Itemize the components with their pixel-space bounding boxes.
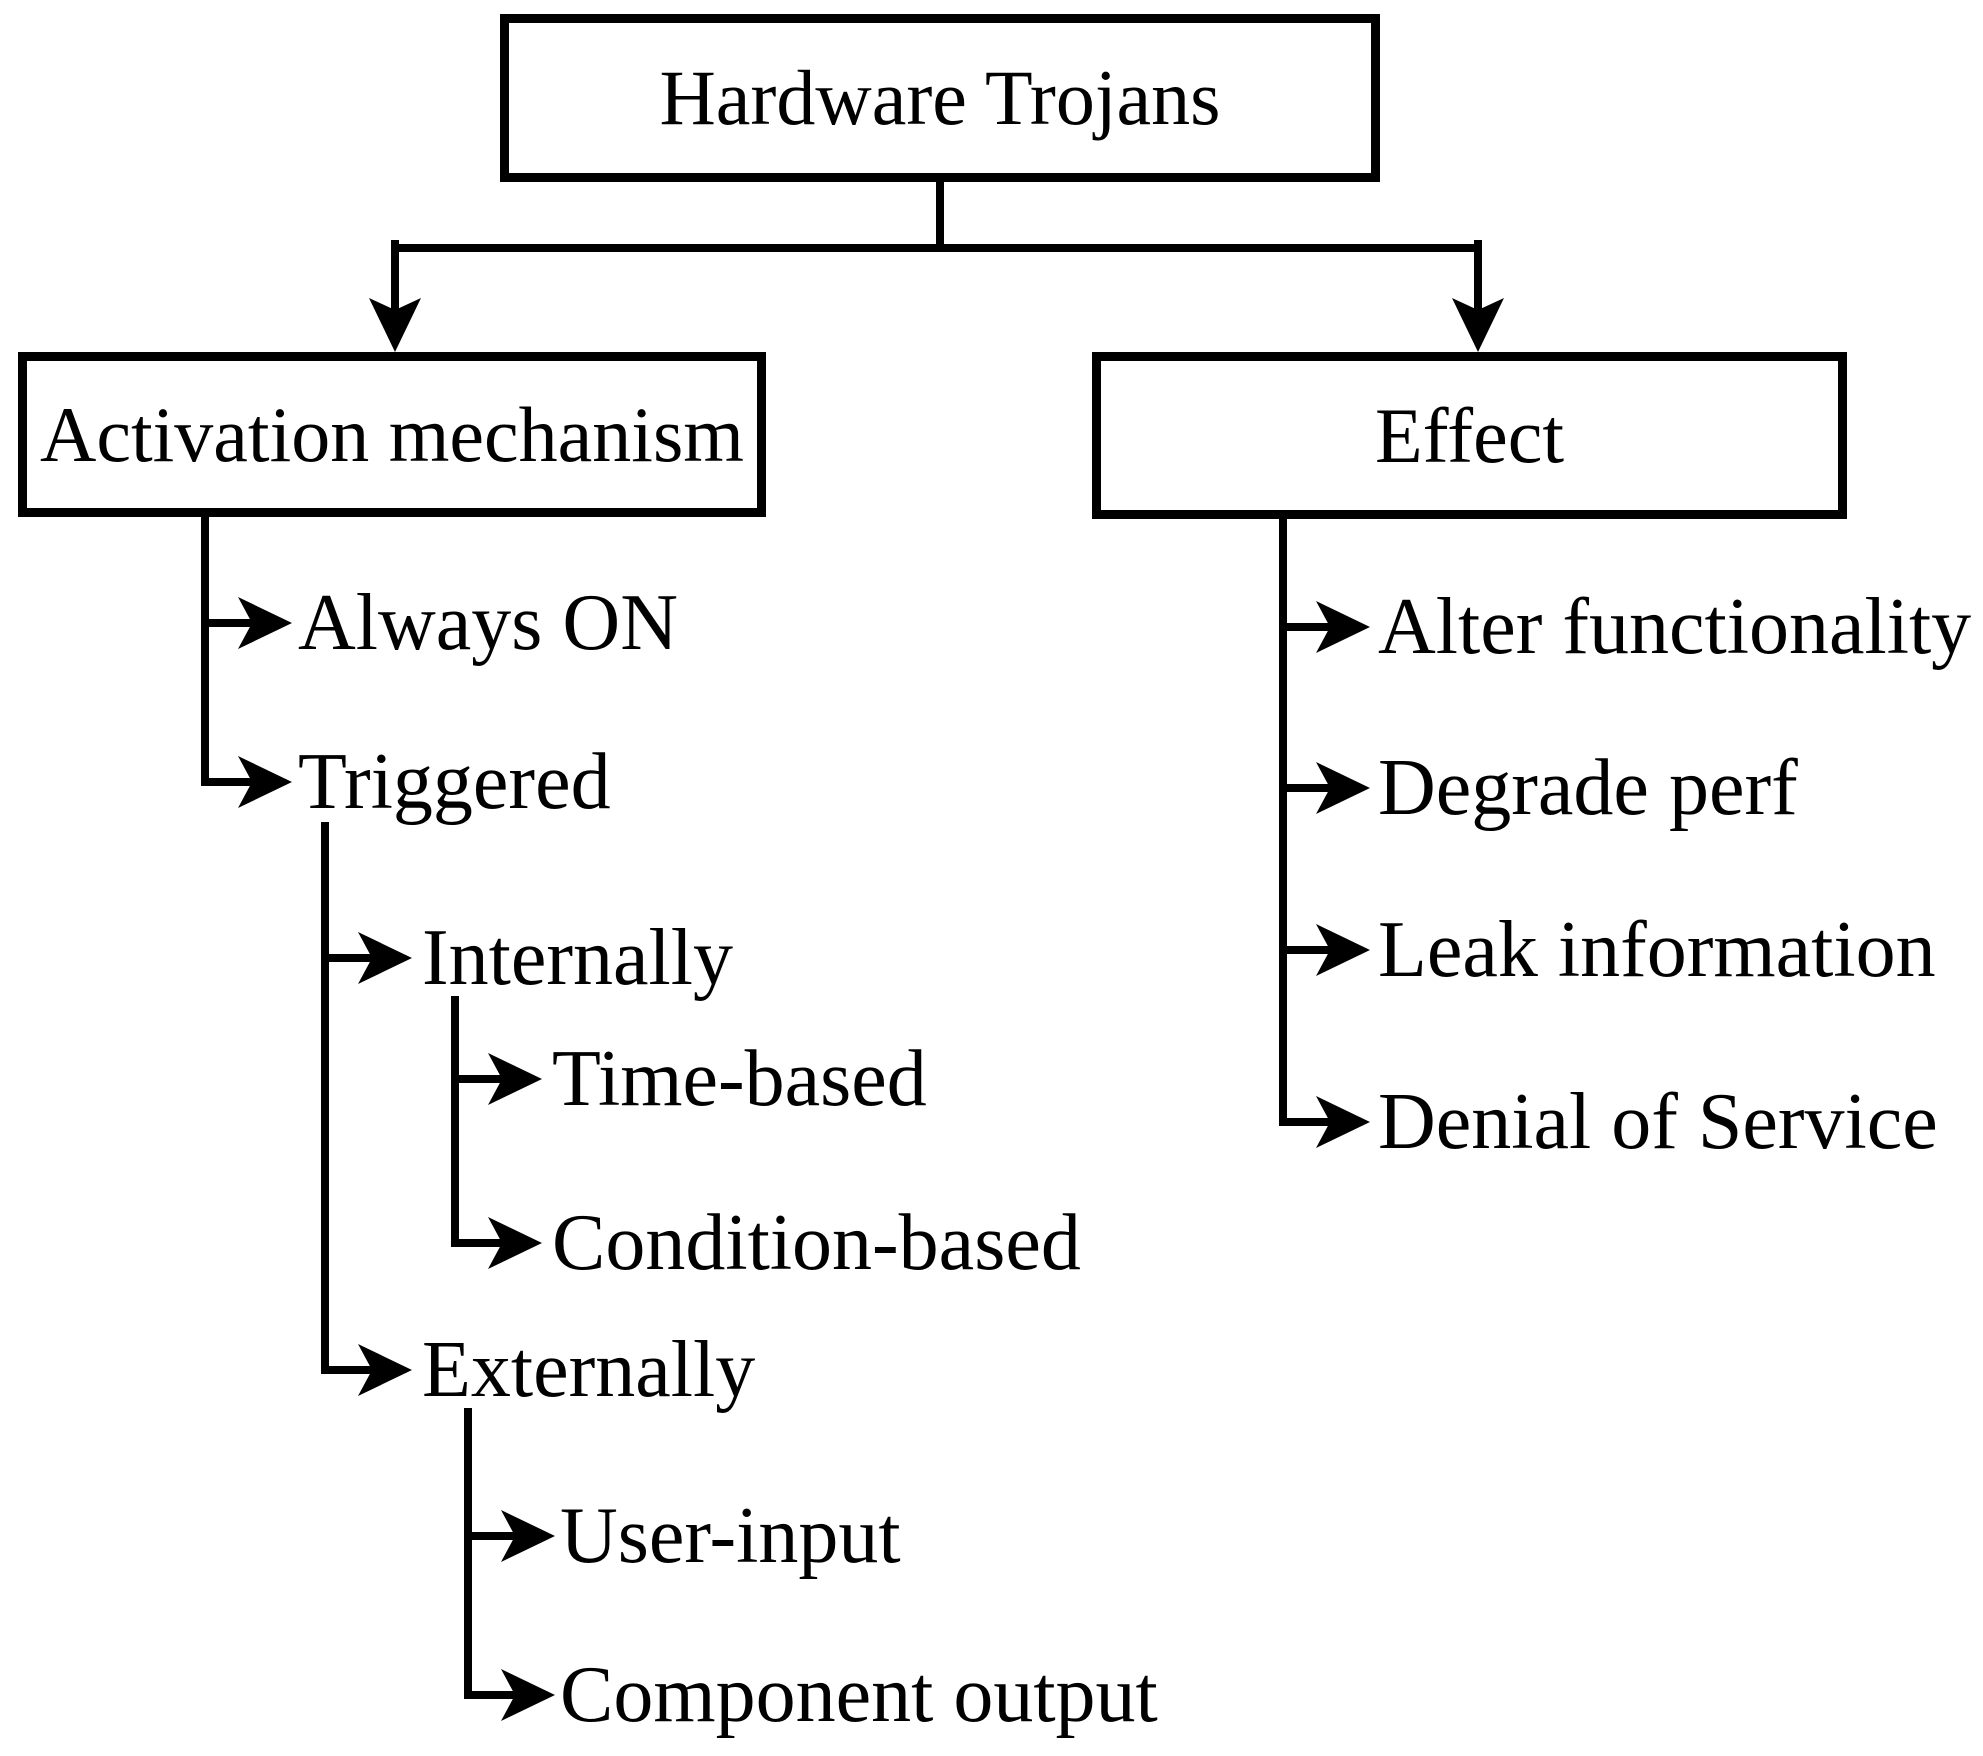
- activation-mechanism-label: Activation mechanism: [40, 390, 744, 478]
- branch-node-effect: Effect: [1092, 352, 1847, 519]
- arrowhead-triggered: [238, 756, 292, 808]
- arrowhead-component-output: [501, 1669, 555, 1721]
- effect-label: Effect: [1374, 391, 1565, 479]
- leaf-degrade-perf: Degrade perf: [1378, 744, 1798, 832]
- leaf-denial-of-service: Denial of Service: [1378, 1078, 1938, 1166]
- arrowhead-time-based: [488, 1053, 542, 1105]
- arrowhead-internally: [358, 932, 412, 984]
- root-node-label: Hardware Trojans: [659, 54, 1221, 141]
- root-node-hardware-trojans: Hardware Trojans: [500, 14, 1380, 182]
- leaf-externally: Externally: [422, 1326, 756, 1414]
- arrowhead-degrade-perf: [1316, 762, 1370, 814]
- leaf-leak-information: Leak information: [1378, 906, 1936, 994]
- arrowhead-effect-drop: [1452, 298, 1504, 352]
- branch-node-activation-mechanism: Activation mechanism: [18, 352, 766, 517]
- leaf-always-on: Always ON: [298, 579, 678, 667]
- arrowhead-user-input: [501, 1510, 555, 1562]
- leaf-component-output: Component output: [560, 1651, 1158, 1739]
- leaf-triggered: Triggered: [298, 738, 611, 826]
- leaf-condition-based: Condition-based: [552, 1199, 1081, 1287]
- arrowhead-condition-based: [488, 1217, 542, 1269]
- leaf-user-input: User-input: [560, 1492, 901, 1580]
- arrowhead-denial-of-service: [1316, 1096, 1370, 1148]
- leaf-time-based: Time-based: [552, 1035, 927, 1123]
- leaf-alter-functionality: Alter functionality: [1378, 583, 1972, 671]
- leaf-internally: Internally: [422, 914, 733, 1002]
- arrowhead-always-on: [238, 597, 292, 649]
- arrowhead-activation-drop: [369, 298, 421, 352]
- arrowhead-alter-functionality: [1316, 601, 1370, 653]
- arrowhead-externally: [358, 1344, 412, 1396]
- arrowhead-leak-information: [1316, 924, 1370, 976]
